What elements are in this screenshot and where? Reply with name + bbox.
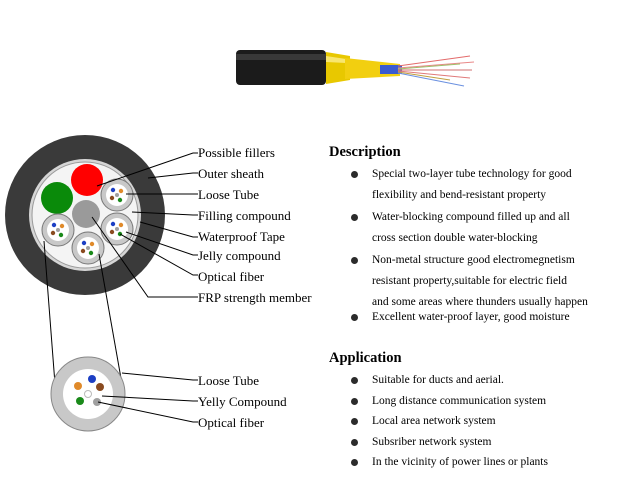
label-outer-sheath: Outer sheath bbox=[198, 166, 265, 181]
bullet-icon bbox=[351, 438, 358, 446]
loose-tube-2 bbox=[100, 212, 134, 246]
application-item: Long distance communication system bbox=[329, 391, 548, 412]
application-item: In the vicinity of power lines or plants bbox=[329, 452, 548, 473]
bullet-icon bbox=[351, 257, 358, 265]
cable-cross-section bbox=[5, 135, 165, 295]
loose-tube-3 bbox=[71, 231, 105, 265]
label-optical-fiber-detail: Optical fiber bbox=[198, 415, 265, 430]
application-item: Subsriber network system bbox=[329, 432, 548, 453]
application-item: Local area network system bbox=[329, 411, 548, 432]
enlarged-loose-tube bbox=[50, 356, 126, 432]
loose-tube-1 bbox=[100, 178, 134, 212]
filler-red bbox=[71, 164, 103, 196]
label-filling-compound: Filling compound bbox=[198, 208, 291, 223]
loose-tube-4 bbox=[41, 213, 75, 247]
description-heading: Description bbox=[329, 144, 401, 160]
frp-member bbox=[72, 200, 100, 228]
label-waterproof-tape: Waterproof Tape bbox=[198, 229, 285, 244]
application-list: Suitable for ducts and aerial. Long dist… bbox=[329, 370, 548, 473]
description-item: Special two-layer tube technology for go… bbox=[329, 164, 588, 205]
expansion-line-right bbox=[98, 253, 123, 385]
label-possible-fillers: Possible fillers bbox=[198, 145, 275, 160]
leader-lines-top bbox=[91, 152, 198, 298]
application-heading: Application bbox=[329, 350, 402, 366]
bullet-icon bbox=[351, 171, 358, 178]
bullet-icon bbox=[351, 214, 358, 222]
cable-photo bbox=[236, 50, 475, 87]
bullet-icon bbox=[351, 314, 358, 322]
description-list: Special two-layer tube technology for go… bbox=[329, 164, 588, 324]
label-jelly-compound: Jelly compound bbox=[198, 248, 281, 263]
expansion-line-left bbox=[43, 240, 56, 385]
application-item: Suitable for ducts and aerial. bbox=[329, 370, 548, 391]
bullet-icon bbox=[351, 459, 358, 466]
description-item: Non-metal structure good electromegnetis… bbox=[329, 250, 588, 312]
description-item: Excellent water-proof layer, good moistu… bbox=[329, 310, 588, 324]
label-loose-tube-detail: Loose Tube bbox=[198, 373, 260, 388]
bullet-icon bbox=[351, 377, 358, 384]
bullet-icon bbox=[351, 418, 358, 425]
description-item: Water-blocking compound filled up and al… bbox=[329, 207, 588, 248]
filler-green bbox=[41, 182, 73, 214]
bullet-icon bbox=[351, 397, 358, 405]
label-optical-fiber: Optical fiber bbox=[198, 269, 265, 284]
label-yelly-compound: Yelly Compound bbox=[198, 394, 287, 409]
leader-lines-bottom bbox=[97, 372, 198, 423]
label-frp-strength-member: FRP strength member bbox=[198, 290, 312, 305]
label-loose-tube: Loose Tube bbox=[198, 187, 260, 202]
